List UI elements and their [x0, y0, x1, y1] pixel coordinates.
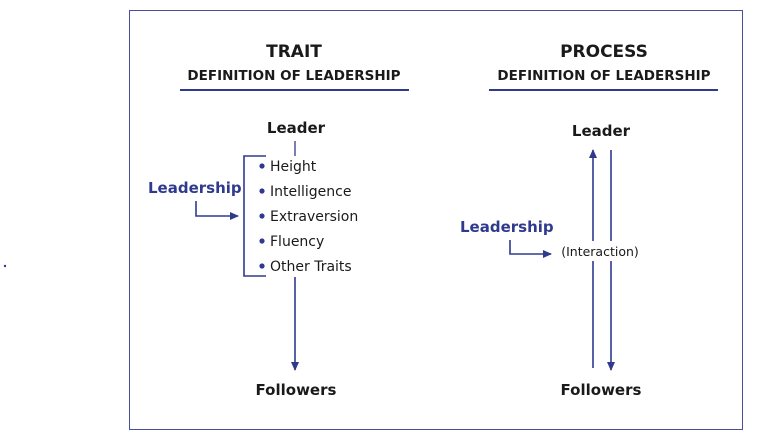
process-followers-label: Followers [561, 381, 642, 399]
process-subtitle: DEFINITION OF LEADERSHIP [497, 68, 710, 84]
trait-item: Intelligence [270, 184, 351, 200]
process-title: PROCESS [560, 42, 648, 62]
trait-bullet [259, 188, 265, 194]
trait-panel: TRAIT DEFINITION OF LEADERSHIP Leader Le… [148, 42, 409, 399]
trait-leadership-label: Leadership [148, 179, 242, 197]
stray-dot [3, 264, 7, 268]
trait-item: Fluency [270, 234, 324, 250]
trait-followers-label: Followers [256, 381, 337, 399]
trait-title: TRAIT [266, 42, 322, 62]
trait-bullet [259, 213, 265, 219]
diagram-frame [129, 10, 743, 430]
trait-bullet [259, 163, 265, 169]
trait-item: Height [270, 159, 317, 175]
process-leadership-arrow [509, 240, 552, 258]
process-leader-label: Leader [572, 122, 631, 140]
interaction-backing [558, 241, 642, 261]
trait-leader-label: Leader [267, 119, 326, 137]
process-panel: PROCESS DEFINITION OF LEADERSHIP Leader … [460, 42, 718, 399]
trait-subtitle: DEFINITION OF LEADERSHIP [187, 68, 400, 84]
trait-bullet [259, 263, 265, 269]
traits-bracket [243, 155, 266, 277]
trait-list: Height Intelligence Extraversion Fluency… [259, 159, 358, 275]
trait-leadership-arrow [195, 201, 239, 220]
trait-item: Extraversion [270, 209, 358, 225]
trait-bullet [259, 238, 265, 244]
trait-item: Other Traits [270, 259, 352, 275]
process-leadership-label: Leadership [460, 218, 554, 236]
interaction-label: (Interaction) [561, 244, 639, 259]
